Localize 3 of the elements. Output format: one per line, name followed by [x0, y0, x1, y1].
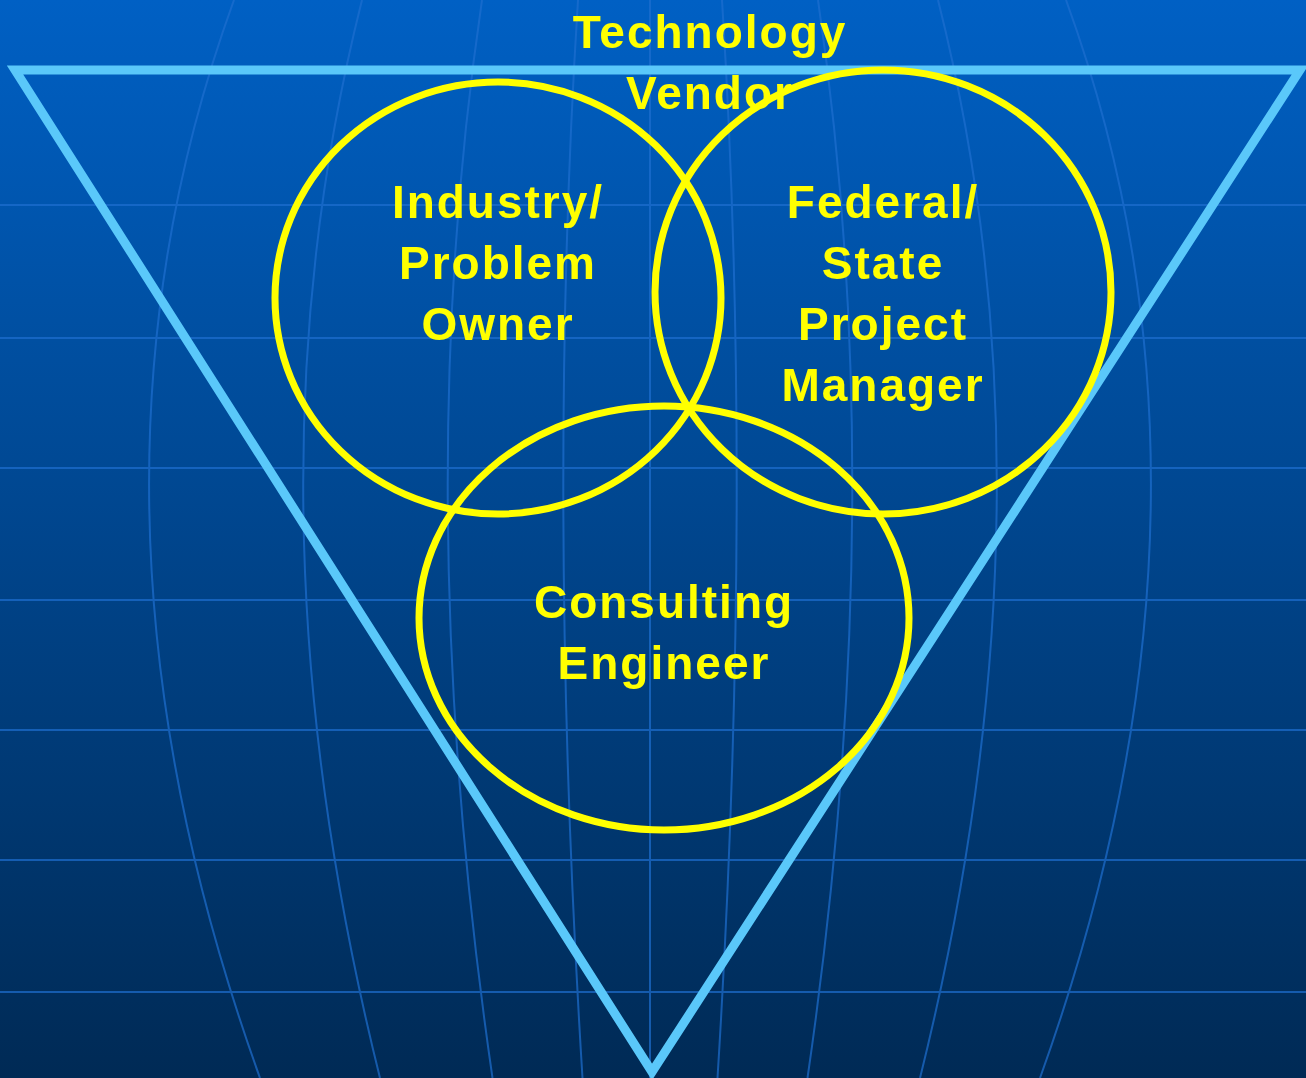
circle-label: Industry/ Problem Owner — [390, 175, 606, 352]
circle-label: Federal/ State Project Manager — [780, 175, 986, 413]
circle-label: Consulting Engineer — [532, 575, 796, 691]
